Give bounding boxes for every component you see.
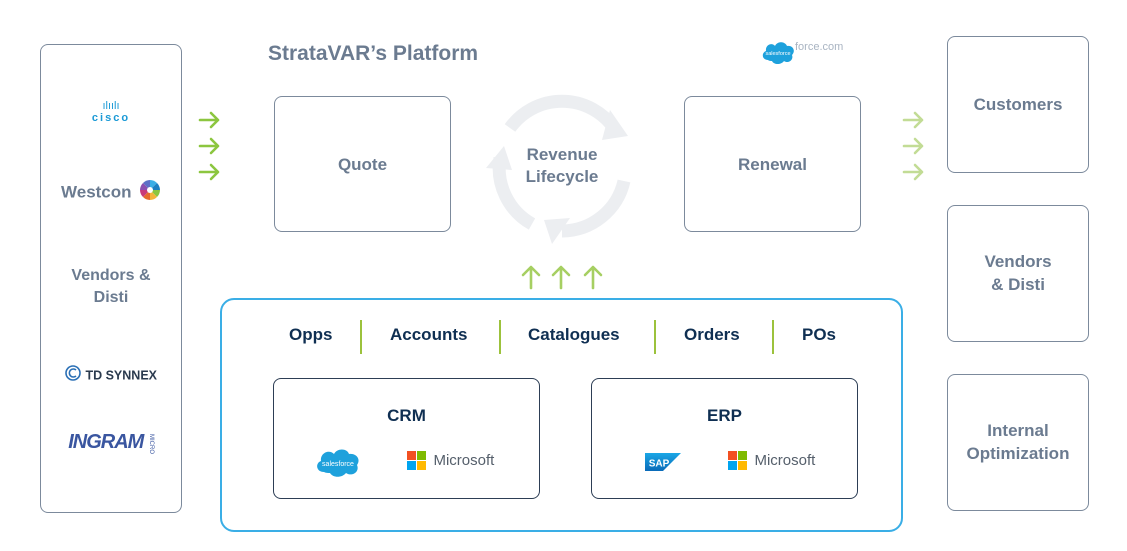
revenue-cycle-icon (486, 94, 631, 244)
customers-box: Customers (947, 36, 1089, 173)
force-com-text: force.com (795, 41, 844, 53)
cisco-logo: ılıılı cisco (41, 100, 181, 125)
data-tab-orders: Orders (684, 325, 740, 344)
microsoft-logo-crm: Microsoft (407, 451, 494, 470)
microsoft-logo-erp: Microsoft (728, 451, 815, 470)
tab-divider (499, 320, 501, 354)
data-tab-catalogues: Catalogues (528, 325, 620, 344)
salesforce-badge-text: salesforce (765, 51, 790, 57)
ingram-micro-wordmark: MICRO (147, 433, 154, 454)
revenue-label-line1: Revenue (526, 145, 598, 164)
quote-box: Quote (274, 96, 451, 232)
vendors-disti-label-line2: Disti (93, 289, 129, 306)
upward-arrows-icon (521, 265, 603, 290)
platform-title: StrataVAR’s Platform (268, 42, 479, 65)
inbound-arrows-icon (198, 111, 220, 181)
tab-divider (360, 320, 362, 354)
td-synnex-logo: TD SYNNEX (41, 365, 181, 386)
internal-optimization-box: Internal Optimization (947, 374, 1089, 511)
erp-title: ERP (707, 406, 742, 425)
westcon-wordmark: Westcon (61, 182, 132, 202)
vendors-disti-label-line1: Vendors & (71, 267, 151, 284)
customers-label: Customers (973, 95, 1063, 114)
vendors-disti-target-box: Vendors & Disti (947, 205, 1089, 342)
vendors-disti-source-panel: ılıılı cisco Westcon Vendors & (40, 44, 182, 513)
westcon-logo: Westcon (41, 179, 181, 206)
internal-line1: Internal (987, 421, 1049, 440)
tab-divider (772, 320, 774, 354)
cisco-wordmark: cisco (91, 112, 131, 124)
microsoft-wordmark: Microsoft (754, 452, 816, 469)
tab-divider (654, 320, 656, 354)
renewal-label: Renewal (738, 155, 807, 174)
erp-box: ERP SAP Microsoft (591, 378, 858, 499)
ingram-micro-logo: INGRAM MICRO (41, 431, 181, 454)
td-synnex-icon (65, 365, 81, 386)
vendors-target-line2: & Disti (991, 275, 1045, 294)
crm-box: CRM salesforce Microsoft (273, 378, 540, 499)
td-synnex-wordmark: TD SYNNEX (85, 368, 157, 383)
revenue-lifecycle-label: Revenue Lifecycle (502, 144, 622, 188)
outbound-arrows-icon (902, 111, 924, 181)
revenue-label-line2: Lifecycle (525, 167, 599, 186)
vendors-disti-target-label: Vendors & Disti (948, 250, 1088, 296)
crm-title: CRM (387, 406, 426, 425)
cisco-bars-icon: ılıılı (102, 100, 120, 112)
data-tab-pos: POs (802, 325, 837, 344)
salesforce-logo: salesforce (314, 445, 362, 484)
internal-line2: Optimization (966, 444, 1070, 463)
data-sources-container: Opps Accounts Catalogues Orders POs CRM … (220, 298, 903, 532)
ingram-wordmark: INGRAM (68, 431, 144, 453)
salesforce-cloud-icon: salesforce (760, 38, 796, 71)
microsoft-wordmark: Microsoft (433, 452, 495, 469)
renewal-box: Renewal (684, 96, 861, 232)
microsoft-grid-icon (728, 451, 747, 470)
sap-logo-text: SAP (649, 459, 670, 470)
vendors-disti-label: Vendors & Disti (41, 265, 181, 309)
microsoft-grid-icon (407, 451, 426, 470)
sap-logo: SAP (645, 453, 681, 476)
data-tab-opps: Opps (289, 325, 333, 344)
salesforce-logo-text: salesforce (322, 461, 354, 468)
quote-label: Quote (337, 155, 388, 174)
westcon-wheel-icon (139, 179, 161, 206)
data-tab-accounts: Accounts (390, 325, 468, 344)
internal-optimization-label: Internal Optimization (948, 419, 1088, 465)
vendors-target-line1: Vendors (984, 252, 1052, 271)
